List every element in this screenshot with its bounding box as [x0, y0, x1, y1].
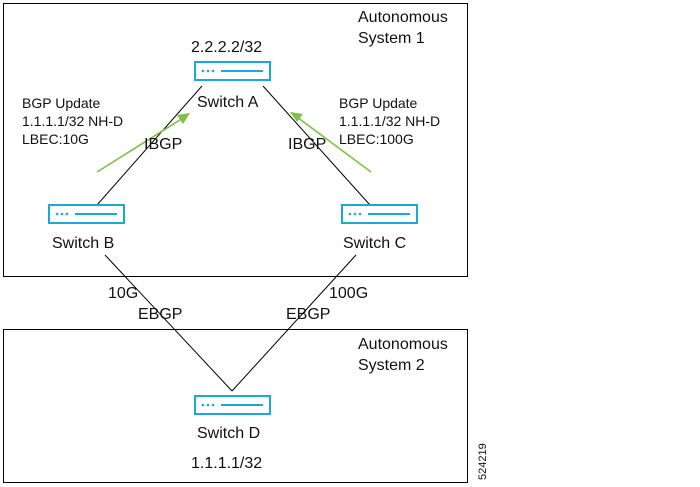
update-left-line1: BGP Update	[22, 95, 101, 111]
update-left-line2: 1.1.1.1/32 NH-D	[22, 113, 124, 129]
switch-c-label: Switch C	[343, 235, 407, 252]
update-arrow-left	[96, 113, 190, 173]
switch-a-icon	[194, 61, 271, 81]
as1-box	[3, 3, 468, 277]
update-left-line3: LBEC:10G	[22, 131, 89, 147]
as1-label-line2: System 1	[358, 30, 425, 47]
update-right-line1: BGP Update	[339, 95, 418, 111]
switch-d-icon	[194, 395, 271, 415]
switch-a-label: Switch A	[197, 94, 259, 111]
switch-d-label: Switch D	[197, 425, 261, 442]
as2-label-line1: Autonomous	[358, 336, 448, 353]
link-b-d-protocol: EBGP	[138, 306, 183, 323]
switch-b-icon	[48, 204, 125, 224]
link-b-d-speed: 10G	[108, 285, 139, 302]
link-c-d-protocol: EBGP	[286, 306, 331, 323]
link-a-c-label: IBGP	[288, 136, 327, 153]
switch-c-icon	[341, 204, 418, 224]
link-c-d-speed: 100G	[329, 285, 369, 302]
link-c-d	[231, 254, 357, 392]
switch-d-address: 1.1.1.1/32	[191, 455, 263, 472]
link-a-b-label: IBGP	[144, 136, 183, 153]
update-right-line3: LBEC:100G	[339, 131, 414, 147]
as2-box	[3, 329, 468, 483]
as1-label-line1: Autonomous	[358, 9, 448, 26]
switch-a-address: 2.2.2.2/32	[191, 39, 263, 56]
figure-number: 524219	[477, 443, 489, 480]
as2-label-line2: System 2	[358, 357, 425, 374]
link-a-b	[96, 85, 203, 206]
update-arrow-right	[290, 112, 372, 173]
link-b-d	[104, 254, 233, 392]
link-a-c	[262, 85, 371, 206]
switch-b-label: Switch B	[52, 235, 115, 252]
update-right-line2: 1.1.1.1/32 NH-D	[339, 113, 441, 129]
